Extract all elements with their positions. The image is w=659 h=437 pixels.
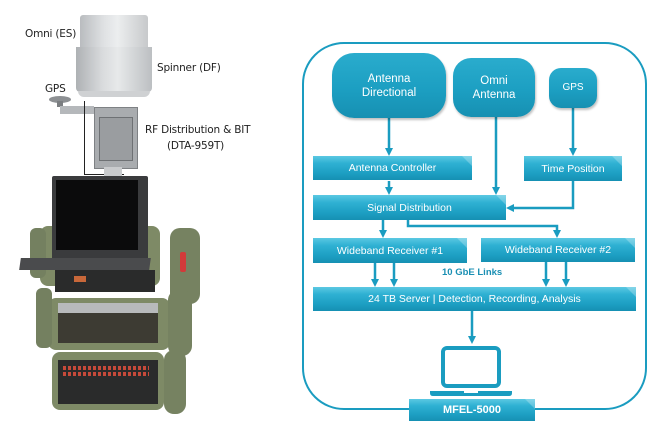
monitor-screen [56,180,138,250]
case-top-left-handle [30,228,46,278]
block-signal-distribution-label: Signal Distribution [367,201,452,214]
product-name-label: MFEL-5000 [442,404,502,416]
rf-distribution-panel [99,117,133,161]
keyboard-tray [19,258,151,270]
omni-antenna-dome [80,15,148,49]
label-rf-distribution: RF Distribution & BIT [145,124,251,136]
case-middle-left-lid [36,288,52,348]
label-omni-es: Omni (ES) [25,28,77,40]
label-spinner-df: Spinner (DF) [157,62,221,74]
source-gps[interactable]: GPS [549,68,597,108]
block-time-position[interactable]: Time Position [524,156,622,181]
lid-bottom [164,350,186,414]
rf-cable [84,101,85,175]
lid-middle [168,290,192,356]
block-signal-distribution[interactable]: Signal Distribution [313,195,506,220]
orange-display [74,276,86,282]
kvm-unit [55,270,155,292]
spinner-base-ring [78,91,150,97]
block-server[interactable]: 24 TB Server | Detection, Recording, Ana… [313,287,636,311]
label-dta-959t: (DTA-959T) [167,140,225,152]
gps-stem [57,101,63,107]
links-label: 10 GbE Links [442,267,503,278]
block-server-label: 24 TB Server | Detection, Recording, Ana… [368,293,581,305]
gps-mount-arm [60,106,94,114]
block-wideband-receiver-1-label: Wideband Receiver #1 [336,244,444,257]
gps-antenna [49,96,71,103]
label-gps: GPS [45,83,66,95]
block-wideband-receiver-2[interactable]: Wideband Receiver #2 [481,238,635,262]
drive-bays [63,366,149,370]
block-antenna-controller[interactable]: Antenna Controller [313,156,472,180]
mast [104,167,122,177]
product-name-badge[interactable]: MFEL-5000 [409,399,535,421]
drive-bays-2 [63,372,149,376]
block-wideband-receiver-2-label: Wideband Receiver #2 [504,244,612,256]
red-tag [180,252,186,272]
receiver-chassis [58,313,158,343]
source-gps-label: GPS [562,82,584,93]
block-antenna-controller-label: Antenna Controller [348,162,437,174]
spinner-df-antenna [76,47,152,92]
block-time-position-label: Time Position [541,162,605,175]
block-wideband-receiver-1[interactable]: Wideband Receiver #1 [313,238,467,263]
network-switch [58,303,158,313]
